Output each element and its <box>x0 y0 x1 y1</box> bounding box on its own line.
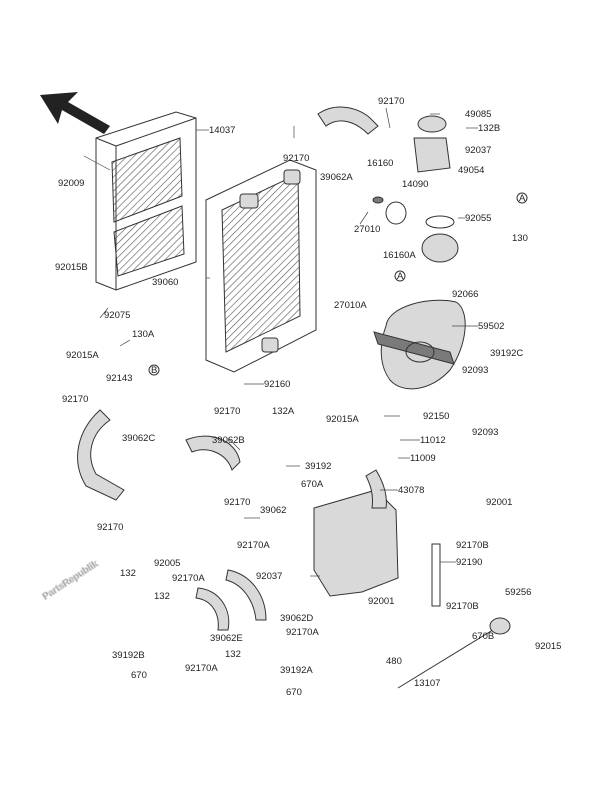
part-label-59256: 59256 <box>505 587 531 598</box>
part-label-16160a: 16160A <box>383 250 416 261</box>
part-label-132-a: 132 <box>120 568 136 579</box>
part-label-92001-a: 92001 <box>486 497 512 508</box>
part-label-92170-e: 92170 <box>224 497 250 508</box>
part-label-92170a-d: 92170A <box>185 663 218 674</box>
part-label-39062d: 39062D <box>280 613 313 624</box>
part-label-130a: 130A <box>132 329 155 340</box>
part-label-92170a-b: 92170A <box>172 573 205 584</box>
part-label-27010a: 27010A <box>334 300 367 311</box>
part-label-92075: 92075 <box>104 310 130 321</box>
part-label-13107: 13107 <box>414 678 440 689</box>
hose-39062c <box>77 409 125 501</box>
watermark: PartsRepublik <box>41 558 101 602</box>
part-labels: 14037 92009 92015B 39060 92075 92015A 13… <box>55 96 561 698</box>
part-label-39062a: 39062A <box>320 172 353 183</box>
part-label-92170-a: 92170 <box>62 394 88 405</box>
part-label-92170b-a: 92170B <box>456 540 489 551</box>
part-label-92170b-b: 92170B <box>446 601 479 612</box>
hose-39062b <box>185 435 241 471</box>
part-label-670-a: 670 <box>131 670 147 681</box>
part-label-92170a-a: 92170A <box>237 540 270 551</box>
part-label-670b: 670B <box>472 631 494 642</box>
part-label-92015a-right: 92015A <box>326 414 359 425</box>
ref-marker-a-bottom: A <box>394 270 406 282</box>
leader-lines <box>83 107 478 577</box>
part-label-92037-top: 92037 <box>465 145 491 156</box>
part-label-670a: 670A <box>301 479 324 490</box>
part-label-480: 480 <box>386 656 402 667</box>
part-label-39062: 39062 <box>260 505 286 516</box>
ref-label: B <box>151 365 157 376</box>
part-label-49085: 49085 <box>465 109 491 120</box>
part-label-130: 130 <box>512 233 528 244</box>
part-label-92160: 92160 <box>264 379 290 390</box>
part-label-92190: 92190 <box>456 557 482 568</box>
part-label-92170a-c: 92170A <box>286 627 319 638</box>
part-label-11009: 11009 <box>410 453 436 464</box>
part-label-39062c: 39062C <box>122 433 155 444</box>
breather-tube <box>431 543 441 607</box>
part-label-92150: 92150 <box>423 411 449 422</box>
part-label-92001-b: 92001 <box>368 596 394 607</box>
part-label-92066: 92066 <box>452 289 478 300</box>
part-label-92005: 92005 <box>154 558 180 569</box>
part-label-39192b: 39192B <box>112 650 145 661</box>
pump-shaft <box>397 617 511 689</box>
part-label-132-c: 132 <box>225 649 241 660</box>
radiator-shroud <box>95 111 197 291</box>
part-label-92009: 92009 <box>58 178 84 189</box>
ref-marker-a-top: A <box>516 192 528 204</box>
part-label-92015a-left: 92015A <box>66 350 99 361</box>
hose-39062a <box>317 106 379 135</box>
part-label-39192c: 39192C <box>490 348 523 359</box>
reservoir-tank <box>313 469 399 597</box>
ref-marker-b-top: B <box>148 364 160 376</box>
part-label-49054: 49054 <box>458 165 484 176</box>
part-label-92170-f: 92170 <box>97 522 123 533</box>
part-label-27010: 27010 <box>354 224 380 235</box>
part-label-92143: 92143 <box>106 373 132 384</box>
part-label-132-b: 132 <box>154 591 170 602</box>
ref-label: A <box>397 271 404 282</box>
part-label-92037-mid: 92037 <box>256 571 282 582</box>
part-label-14090: 14090 <box>402 179 428 190</box>
part-label-11012: 11012 <box>420 435 446 446</box>
part-label-43078: 43078 <box>398 485 424 496</box>
radiator <box>205 159 317 373</box>
part-label-132b: 132B <box>478 123 500 134</box>
part-label-92055: 92055 <box>465 213 491 224</box>
part-label-39060: 39060 <box>152 277 178 288</box>
part-label-39062e: 39062E <box>210 633 243 644</box>
part-label-39192a: 39192A <box>280 665 313 676</box>
part-label-92170-c: 92170 <box>378 96 404 107</box>
part-label-39192: 39192 <box>305 461 331 472</box>
fan-assembly <box>373 299 466 390</box>
front-direction-arrow-icon <box>40 92 110 134</box>
part-label-92170-d: 92170 <box>214 406 240 417</box>
part-label-92093-b: 92093 <box>472 427 498 438</box>
part-label-92015b: 92015B <box>55 262 88 273</box>
thermostat-housing <box>372 115 459 263</box>
part-label-670-b: 670 <box>286 687 302 698</box>
part-label-92093-a: 92093 <box>462 365 488 376</box>
ref-label: A <box>519 193 526 204</box>
part-label-14037: 14037 <box>209 125 235 136</box>
ref-marker-b-bottom: B <box>0 0 6 3</box>
part-label-59502: 59502 <box>478 321 504 332</box>
part-label-92170-b: 92170 <box>283 153 309 164</box>
part-label-39062b: 39062B <box>212 435 245 446</box>
hose-39062e <box>195 587 230 631</box>
part-label-132a: 132A <box>272 406 295 417</box>
part-label-16160: 16160 <box>367 158 393 169</box>
part-label-92015: 92015 <box>535 641 561 652</box>
hose-39062d <box>225 569 267 621</box>
